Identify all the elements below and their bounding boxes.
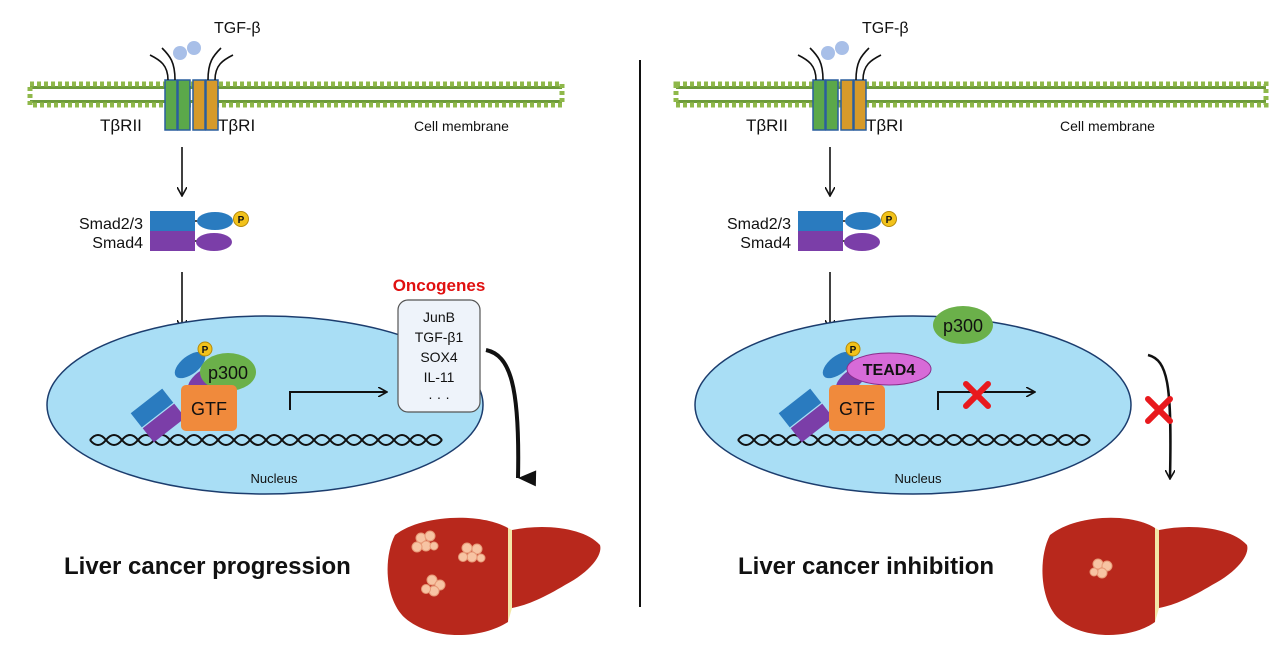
gtf-label: GTF <box>191 399 227 419</box>
gtf-label-right: GTF <box>839 399 875 419</box>
progression-arrow <box>485 348 537 487</box>
membrane-label: Cell membrane <box>414 118 509 134</box>
smad-bottom-label-right: Smad4 <box>740 235 791 252</box>
left-panel: TGF-β TβRII TβRI Cell membrane P Smad2/3… <box>27 20 601 636</box>
blocked-progression-arrow <box>1147 353 1170 478</box>
outcome-label-right: Liver cancer inhibition <box>738 553 994 580</box>
phospho-badge <box>233 211 249 227</box>
nucleus-label-right: Nucleus <box>895 471 942 486</box>
receptor-ii-label-right: TβRII <box>746 116 788 135</box>
p300-protein-right <box>933 306 993 344</box>
smad-top-label: Smad2/3 <box>79 216 143 233</box>
svg-text:P: P <box>238 215 245 226</box>
gtf-box-right <box>829 385 885 431</box>
inhibition-x-transcription <box>963 381 991 409</box>
nucleus <box>46 315 484 495</box>
receptor-i-label-right: TβRI <box>866 116 903 135</box>
smad-bottom-label: Smad4 <box>92 235 143 252</box>
tead4-protein <box>846 352 932 386</box>
svg-text:P: P <box>886 215 893 226</box>
liver-small-tumor <box>1042 517 1248 636</box>
liver-with-tumors <box>387 517 601 636</box>
oncogene-item: SOX4 <box>420 349 458 365</box>
nucleus-right <box>694 315 1132 495</box>
p300-protein <box>200 353 256 391</box>
oncogenes-title: Oncogenes <box>393 276 486 295</box>
oncogene-item: JunB <box>423 309 455 325</box>
receptor-i-label: TβRI <box>218 116 255 135</box>
ligand-label: TGF-β <box>214 20 261 37</box>
blocked-transcription-arrow <box>937 392 1034 410</box>
gtf-box <box>181 385 237 431</box>
transcription-arrow <box>289 392 386 410</box>
oncogene-item: · · · <box>428 389 450 405</box>
receptor-complex-right <box>797 47 882 131</box>
smad-complex: P <box>150 211 249 251</box>
inhibition-x-progression <box>1145 396 1173 424</box>
svg-text:P: P <box>202 345 209 356</box>
receptor-ii-label: TβRII <box>100 116 142 135</box>
nucleus-label: Nucleus <box>251 471 298 486</box>
cell-membrane <box>27 81 565 108</box>
tead4-label: TEAD4 <box>863 362 916 379</box>
cell-membrane-right <box>673 81 1269 108</box>
tgf-beta-ligand-right <box>821 41 849 60</box>
oncogene-list-box <box>397 299 481 413</box>
outcome-label: Liver cancer progression <box>64 553 351 580</box>
p300-label-right: p300 <box>943 316 983 336</box>
receptor-complex <box>149 47 234 131</box>
membrane-label-right: Cell membrane <box>1060 118 1155 134</box>
ligand-label-right: TGF-β <box>862 20 909 37</box>
svg-text:P: P <box>850 345 857 356</box>
smad-top-label-right: Smad2/3 <box>727 216 791 233</box>
oncogene-item: TGF-β1 <box>415 329 464 345</box>
right-panel: TGF-β TβRII TβRI Cell membrane P Smad2/3… <box>673 20 1269 636</box>
smad-complex-right: P <box>798 211 897 251</box>
tgf-beta-ligand <box>173 41 201 60</box>
p300-label: p300 <box>208 363 248 383</box>
oncogene-item: IL-11 <box>424 369 455 385</box>
